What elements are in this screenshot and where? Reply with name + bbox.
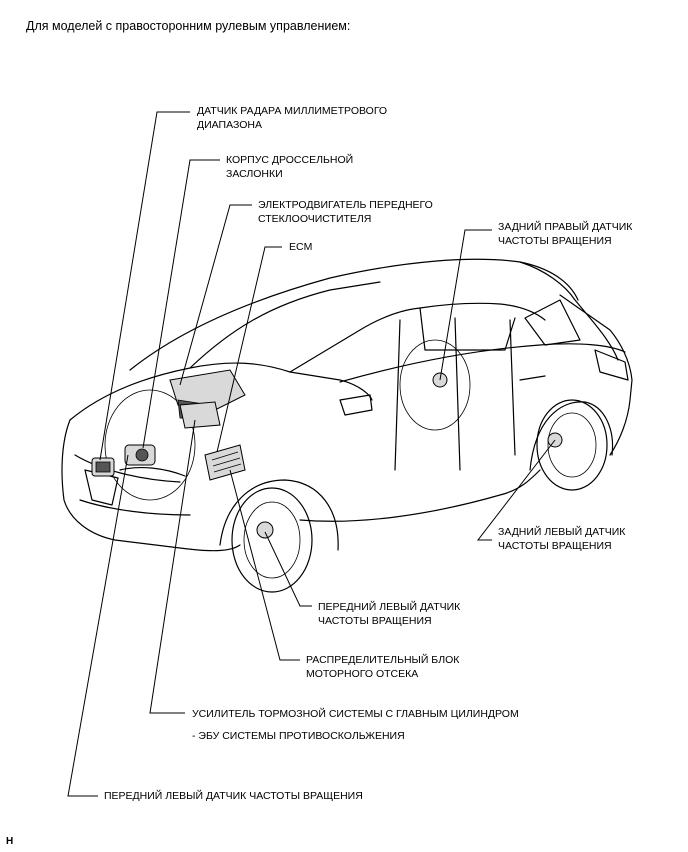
junction-block-part (204, 444, 246, 481)
junction-block-label-line1: РАСПРЕДЕЛИТЕЛЬНЫЙ БЛОК (306, 654, 460, 666)
rear-left-sensor-label: ЗАДНИЙ ЛЕВЫЙ ДАТЧИК ЧАСТОТЫ ВРАЩЕНИЯ (498, 525, 625, 553)
radar-sensor-label: ДАТЧИК РАДАРА МИЛЛИМЕТРОВОГО ДИАПАЗОНА (197, 104, 387, 132)
throttle-body-label-line1: КОРПУС ДРОССЕЛЬНОЙ (226, 154, 354, 166)
skid-control-ecu-label: - ЭБУ СИСТЕМЫ ПРОТИВОСКОЛЬЖЕНИЯ (192, 730, 405, 742)
radar-sensor-part (91, 457, 115, 477)
rear-right-sensor-label-line1: ЗАДНИЙ ПРАВЫЙ ДАТЧИК (498, 221, 633, 233)
front-left-sensor-bottom-label: ПЕРЕДНИЙ ЛЕВЫЙ ДАТЧИК ЧАСТОТЫ ВРАЩЕНИЯ (104, 790, 363, 802)
ecm-label: ECM (289, 241, 313, 253)
junction-block-label: РАСПРЕДЕЛИТЕЛЬНЫЙ БЛОК МОТОРНОГО ОТСЕКА (306, 653, 459, 681)
front-left-sensor-label: ПЕРЕДНИЙ ЛЕВЫЙ ДАТЧИК ЧАСТОТЫ ВРАЩЕНИЯ (318, 600, 460, 628)
front-left-sensor-label-line1: ПЕРЕДНИЙ ЛЕВЫЙ ДАТЧИК (318, 601, 461, 613)
junction-block-label-line2: МОТОРНОГО ОТСЕКА (306, 668, 419, 680)
figure-code: H (6, 836, 14, 847)
rear-right-sensor-label-line2: ЧАСТОТЫ ВРАЩЕНИЯ (498, 235, 612, 247)
rear-left-sensor-label-line2: ЧАСТОТЫ ВРАЩЕНИЯ (498, 540, 612, 552)
rear-left-sensor-label-line1: ЗАДНИЙ ЛЕВЫЙ ДАТЧИК (498, 526, 626, 538)
page-heading: Для моделей с правосторонним рулевым упр… (26, 19, 351, 33)
throttle-body-label: КОРПУС ДРОССЕЛЬНОЙ ЗАСЛОНКИ (226, 153, 353, 181)
front-left-speed-sensor-part (256, 521, 274, 539)
wiper-motor-label: ЭЛЕКТРОДВИГАТЕЛЬ ПЕРЕДНЕГО СТЕКЛООЧИСТИТ… (258, 198, 433, 226)
brake-booster-part (179, 401, 221, 429)
radar-sensor-label-line1: ДАТЧИК РАДАРА МИЛЛИМЕТРОВОГО (197, 105, 388, 117)
radar-sensor-label-line2: ДИАПАЗОНА (197, 119, 262, 131)
throttle-body-part (124, 444, 156, 466)
wiper-motor-label-line1: ЭЛЕКТРОДВИГАТЕЛЬ ПЕРЕДНЕГО (258, 199, 433, 211)
front-left-sensor-label-line2: ЧАСТОТЫ ВРАЩЕНИЯ (318, 615, 432, 627)
wiper-motor-label-line2: СТЕКЛООЧИСТИТЕЛЯ (258, 213, 372, 225)
throttle-body-label-line2: ЗАСЛОНКИ (226, 168, 283, 180)
brake-booster-label: УСИЛИТЕЛЬ ТОРМОЗНОЙ СИСТЕМЫ С ГЛАВНЫМ ЦИ… (192, 708, 519, 720)
rear-right-sensor-label: ЗАДНИЙ ПРАВЫЙ ДАТЧИК ЧАСТОТЫ ВРАЩЕНИЯ (498, 220, 632, 248)
leader-lines (67, 111, 556, 797)
